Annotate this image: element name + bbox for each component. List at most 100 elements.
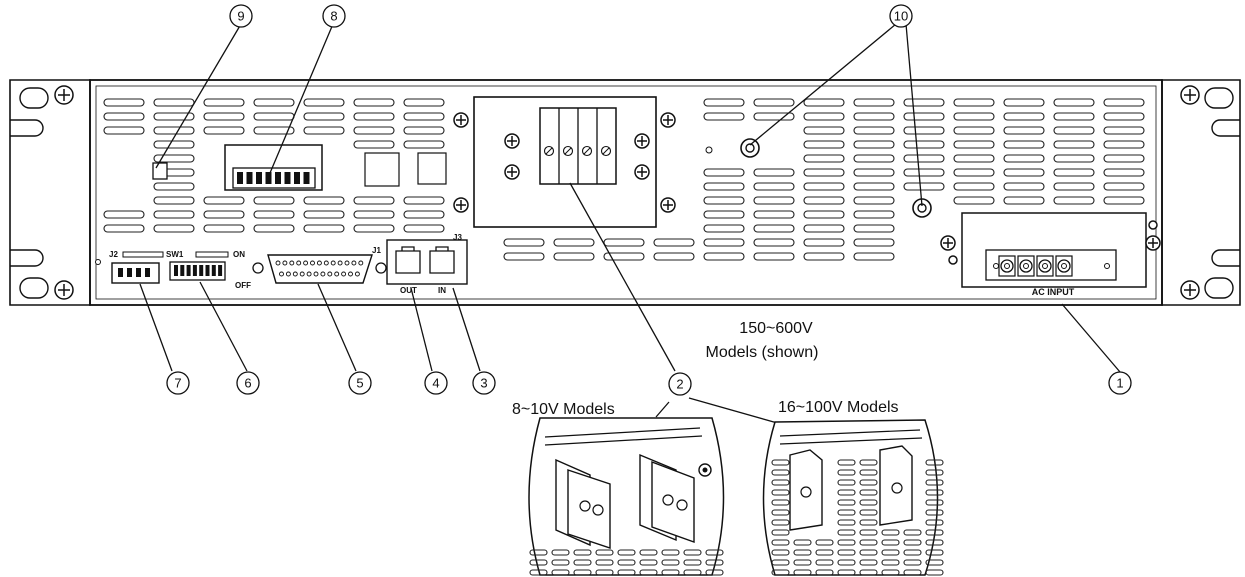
vent-slot [1053, 126, 1095, 135]
vent-slot [703, 112, 745, 121]
vent-slot [703, 168, 745, 177]
vent-slot [253, 224, 295, 233]
sense-pin [265, 172, 272, 184]
dip-switch-lever [174, 265, 178, 276]
db25-pin [348, 271, 353, 277]
vent-slot [803, 140, 845, 149]
vent-slot [203, 210, 245, 219]
inset-vent-slot [837, 489, 856, 496]
callout-number: 1 [1116, 376, 1123, 391]
vent-slot [1003, 154, 1045, 163]
vent-slot [303, 210, 345, 219]
vent-slot [903, 140, 945, 149]
panel-screw-icon [54, 85, 1200, 300]
j1-label: J1 [372, 246, 381, 255]
inset-8-10v: 8~10V Models [512, 401, 725, 576]
inset-vent-slot [705, 549, 724, 556]
vent-slot [253, 196, 295, 205]
inset-vent-slot [771, 469, 790, 476]
inset-vent-slot [881, 559, 900, 566]
vent-slot [353, 112, 395, 121]
out-label: OUT [400, 286, 417, 295]
inset-vent-slot [859, 469, 878, 476]
vent-slot [753, 224, 795, 233]
inset-vent-slot [683, 549, 702, 556]
vent-slot [253, 98, 295, 107]
vent-slot [753, 238, 795, 247]
db25-pin [296, 260, 302, 266]
db25-pin [313, 271, 319, 277]
vent-slot [903, 154, 945, 163]
vent-slot [753, 196, 795, 205]
vent-slot [353, 98, 395, 107]
db25-pin [275, 260, 281, 266]
inset-vent-slot [771, 559, 790, 566]
vent-slot [953, 168, 995, 177]
vent-slot [1103, 112, 1145, 121]
inset-vent-slot [793, 559, 812, 566]
inset-vent-slot [683, 569, 702, 576]
inset-vent-slot [859, 489, 878, 496]
on-label: ON [233, 250, 245, 259]
main-models-caption-line1: 150~600V [739, 320, 813, 337]
vent-slot [603, 238, 645, 247]
vent-slot [1053, 182, 1095, 191]
vent-slot [253, 210, 295, 219]
inset-vent-slot [925, 519, 944, 526]
vent-slot [353, 126, 395, 135]
inset-vent-slot [837, 459, 856, 466]
vent-slot [653, 238, 695, 247]
inset-vent-slot [771, 539, 790, 546]
ac-terminal-screw-center [1023, 263, 1029, 269]
vent-slot [303, 98, 345, 107]
inset-vent-slot [925, 539, 944, 546]
sense-pin [246, 172, 253, 184]
callout-number: 8 [330, 9, 337, 24]
vent-slot [353, 196, 395, 205]
inset-vent-slot [859, 539, 878, 546]
vent-slot [403, 224, 445, 233]
j2-label: J2 [109, 250, 118, 259]
inset-vent-slot [551, 559, 570, 566]
vent-slot [853, 238, 895, 247]
db25-pin [282, 260, 288, 266]
db25-pin [334, 271, 340, 277]
vent-slot [1053, 168, 1095, 177]
vent-slot [803, 154, 845, 163]
inset-vent-slot [551, 549, 570, 556]
vent-slot [853, 168, 895, 177]
sw1-dip-switch: SW1 ON OFF [166, 250, 251, 290]
vent-slot [403, 140, 445, 149]
inset-vent-slot [595, 569, 614, 576]
inset-vent-slot [573, 549, 592, 556]
sense-pin [303, 172, 310, 184]
inset-vent-slot [837, 509, 856, 516]
vent-slot [703, 224, 745, 233]
rack-flange-right [1161, 79, 1241, 306]
vent-slot [203, 98, 245, 107]
vent-slot [303, 196, 345, 205]
inset-vent-slot [617, 549, 636, 556]
vent-slot [553, 252, 595, 261]
vent-slot [953, 154, 995, 163]
vent-slot [703, 252, 745, 261]
inset-vent-slot [925, 559, 944, 566]
inset-vent-slot [925, 549, 944, 556]
callout-circle [322, 4, 346, 28]
inset-vent-slot [639, 569, 658, 576]
vent-slot [253, 112, 295, 121]
sw1-label: SW1 [166, 250, 184, 259]
ac-mount-hole [1104, 263, 1110, 269]
inset-vent-slot [903, 559, 922, 566]
vent-slot [303, 112, 345, 121]
vent-slot [703, 196, 745, 205]
vent-slot [153, 140, 195, 149]
vent-slot [303, 224, 345, 233]
vent-slot [803, 238, 845, 247]
db25-pin [337, 260, 343, 266]
callout-number: 2 [676, 377, 683, 392]
inset-vent-slot [859, 529, 878, 536]
vent-slot [1103, 154, 1145, 163]
